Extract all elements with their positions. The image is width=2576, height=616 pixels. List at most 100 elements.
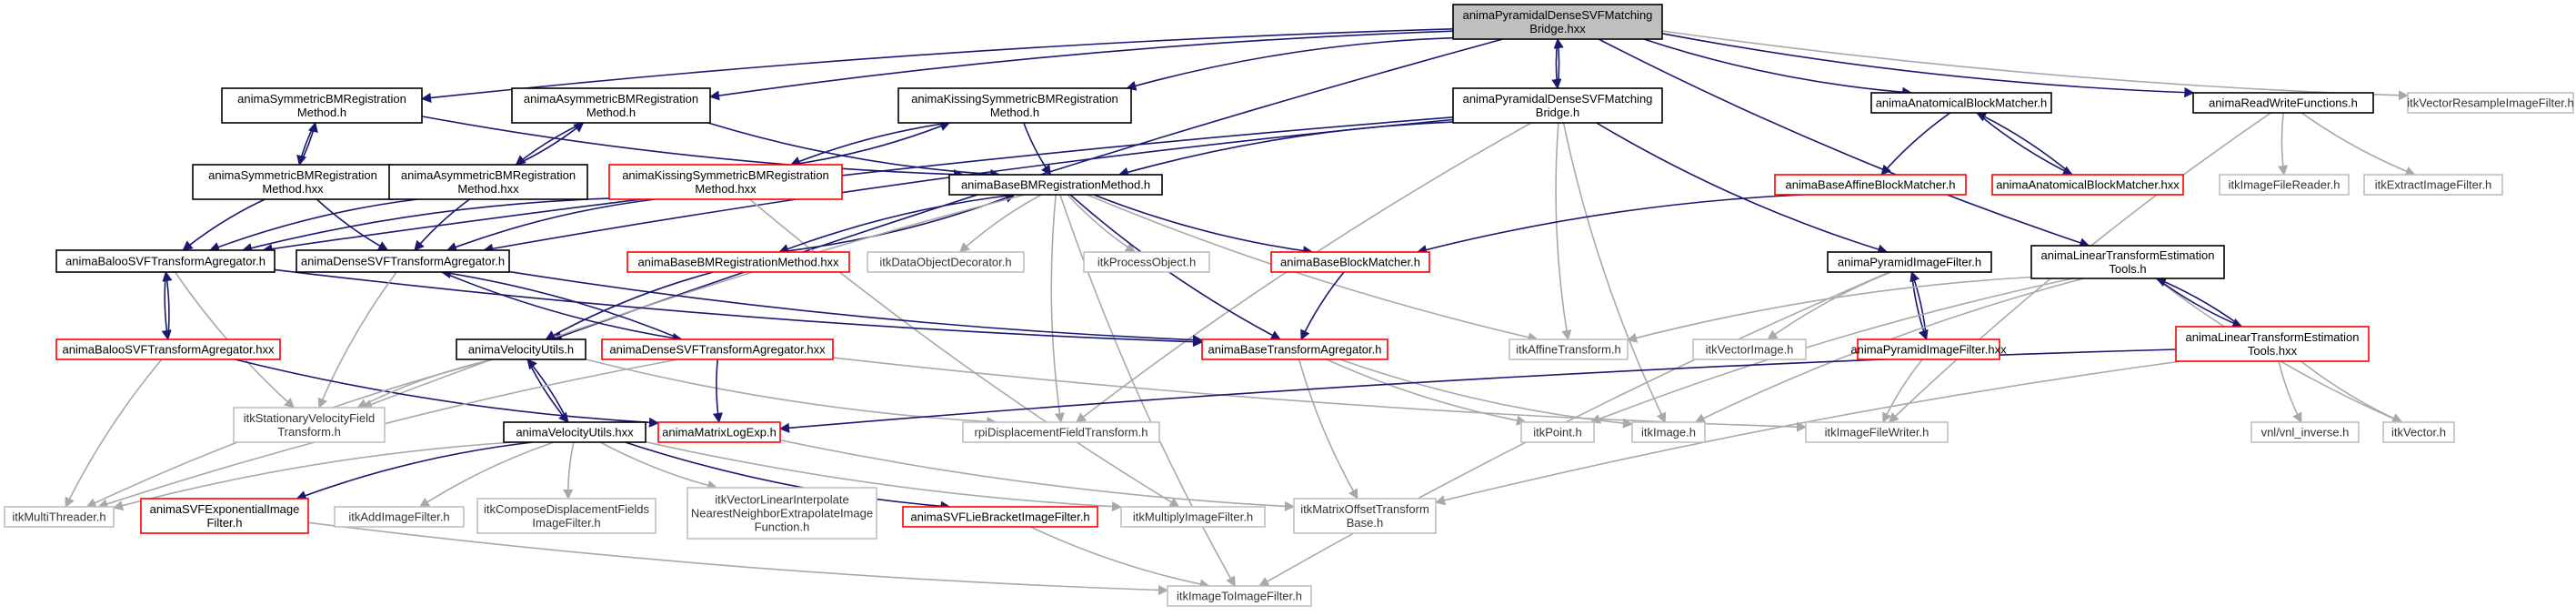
node-label-line: animaPyramidalDenseSVFMatching (1463, 8, 1653, 22)
node-label-line: itkComposeDisplacementFields (484, 502, 650, 516)
edge-velHxx-to-expH (296, 441, 534, 500)
node-velHxx[interactable]: animaVelocityUtils.hxx (503, 421, 647, 443)
node-label-line: vnl/vnl_inverse.h (2261, 426, 2350, 439)
node-kissHxx[interactable]: animaKissingSymmetricBMRegistrationMetho… (608, 164, 843, 200)
edge-kissHxx-to-kissH (790, 121, 951, 166)
node-label-line: Method.hxx (262, 182, 324, 196)
node-denseH[interactable]: animaDenseSVFTransformAgregator.h (296, 249, 510, 273)
node-label-line: Bridge.hxx (1529, 22, 1586, 35)
edge-lieH-to-itkI2I (1029, 526, 1210, 590)
edge-velHxx-to-itkMT (112, 441, 514, 511)
edge-baseAffH-to-baseBlockH (1416, 194, 1804, 255)
node-label-line: animaMatrixLogExp.h (662, 426, 777, 439)
node-box (388, 164, 588, 200)
edge-balooHxx-to-itkMT (65, 358, 163, 509)
edge-pyrH-to-root (1553, 37, 1564, 89)
node-denseHxx[interactable]: animaDenseSVFTransformAgregator.hxx (601, 338, 834, 360)
node-rwH[interactable]: animaReadWriteFunctions.h (2192, 92, 2374, 114)
edge-baseTAH-to-itkMOT (1298, 358, 1358, 500)
node-box (192, 164, 394, 200)
node-box (456, 338, 586, 360)
node-label-line: animaSymmetricBMRegistration (237, 92, 406, 106)
edge-asymHxx-to-asymH (516, 122, 585, 166)
node-box (1270, 251, 1430, 273)
node-box (2219, 174, 2350, 196)
node-label-line: itkVector.h (2391, 426, 2446, 439)
edge-asymHxx-to-denseH (414, 198, 470, 251)
node-baseBlockH[interactable]: animaBaseBlockMatcher.h (1270, 251, 1430, 273)
node-kissH[interactable]: animaKissingSymmetricBMRegistrationMetho… (897, 87, 1132, 124)
edge-denseHxx-to-denseH (440, 268, 683, 340)
node-label-line: itkVectorImage.h (1706, 343, 1794, 357)
edge-expH-to-itkI2I (307, 521, 1169, 596)
node-label-line: animaKissingSymmetricBMRegistration (911, 92, 1118, 106)
node-label-line: Filter.h (206, 516, 242, 530)
node-label-line: itkMatrixOffsetTransform (1300, 502, 1429, 516)
node-velH[interactable]: animaVelocityUtils.h (456, 338, 586, 360)
node-itkIFW: itkImageFileWriter.h (1805, 421, 1949, 443)
edge-anatHxx-to-anatH (1975, 112, 2073, 176)
node-itkVecRes: itkVectorResampleImageFilter.h (2407, 92, 2574, 114)
edge-symHxx-to-denseH (316, 198, 389, 251)
node-label-line: animaBaseBlockMatcher.h (1280, 256, 1420, 269)
edge-denseHxx-to-itkIFW (832, 357, 1808, 432)
edge-pyrH-to-balooH (262, 116, 1454, 255)
node-label-line: animaPyramidalDenseSVFMatching (1463, 92, 1653, 106)
edge-rwH-to-itkIFR (2278, 112, 2289, 177)
node-box (2192, 92, 2374, 114)
node-label-line: animaPyramidImageFilter.hxx (1850, 343, 2007, 357)
node-box (221, 87, 423, 124)
edge-rwH-to-itkExtract (2300, 112, 2416, 177)
node-label-line: animaBalooSVFTransformAgregator.h (65, 255, 266, 268)
node-label-line: itkImageToImageFilter.h (1177, 590, 1302, 603)
node-box (1083, 251, 1210, 273)
node-baseAffH[interactable]: animaBaseAffineBlockMatcher.h (1774, 174, 1967, 196)
node-balooH[interactable]: animaBalooSVFTransformAgregator.h (55, 249, 276, 273)
node-pyrImgHxx[interactable]: animaPyramidImageFilter.hxx (1850, 338, 2007, 360)
edge-baseBMH-to-itkI2I (1059, 194, 1236, 587)
node-label-line: animaDenseSVFTransformAgregator.hxx (609, 343, 826, 357)
edge-pyrH-to-baseBMH (1118, 121, 1454, 177)
node-label-line: animaKissingSymmetricBMRegistration (622, 168, 829, 182)
node-label-line: itkMultiThreader.h (12, 510, 105, 524)
node-box (1692, 338, 1807, 360)
node-baseBMHxx[interactable]: animaBaseBMRegistrationMethod.hxx (626, 251, 850, 273)
edge-baseBMH-to-itkPO (1067, 194, 1137, 253)
edge-pyrH-to-pyrImgH (1596, 122, 1889, 255)
node-anatH[interactable]: animaAnatomicalBlockMatcher.h (1870, 92, 2052, 114)
node-baseBMH[interactable]: animaBaseBMRegistrationMethod.h (948, 174, 1163, 196)
node-baseTAH[interactable]: animaBaseTransformAgregator.h (1201, 338, 1388, 360)
edge-baseTAH-to-itkImage (1339, 358, 1634, 429)
node-anatHxx[interactable]: animaAnatomicalBlockMatcher.hxx (1991, 174, 2184, 196)
node-label-line: itkMultiplyImageFilter.h (1133, 510, 1253, 524)
edge-baseBlockH-to-baseTAH (1300, 271, 1345, 341)
node-label-line: ImageFilter.h (532, 516, 600, 530)
edge-baseBMH-to-itkAff (1086, 194, 1539, 343)
edge-balooHxx-to-balooH (162, 270, 173, 340)
edge-velHxx-to-itkAdd (418, 441, 555, 508)
node-box (948, 174, 1163, 196)
edge-root-to-pyrH (1551, 38, 1562, 90)
node-pyrImgH[interactable]: animaPyramidImageFilter.h (1827, 251, 1992, 273)
node-lieH[interactable]: animaSVFLieBracketImageFilter.h (902, 506, 1098, 528)
node-label-line: Function.h (755, 520, 810, 534)
edge-velHxx-to-velH (526, 358, 569, 423)
edge-balooHxx-to-mlogH (235, 358, 660, 428)
node-mlogH[interactable]: animaMatrixLogExp.h (657, 421, 781, 443)
node-box (2030, 245, 2225, 279)
node-balooHxx[interactable]: animaBalooSVFTransformAgregator.hxx (55, 338, 281, 360)
node-box (55, 249, 276, 273)
node-box (1452, 4, 1663, 40)
node-vnlInv: vnl/vnl_inverse.h (2250, 421, 2360, 443)
node-box (1870, 92, 2052, 114)
node-label-line: Method.hxx (695, 182, 757, 196)
node-label-line: itkProcessObject.h (1098, 256, 1196, 269)
